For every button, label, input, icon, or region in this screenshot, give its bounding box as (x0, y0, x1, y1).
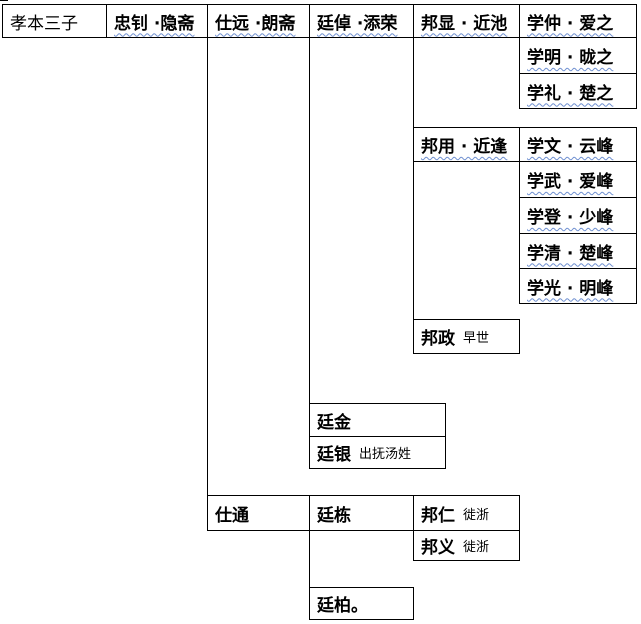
gen4-note: 徙浙 (463, 507, 490, 523)
gen2-cell: 仕远 ·朗斋 (207, 4, 310, 38)
gen5-cell: 学清 · 楚峰 (519, 233, 637, 269)
gen2-name: 仕通 (215, 505, 249, 526)
gen4-note: 徙浙 (463, 540, 490, 555)
gen5-cell: 学文 · 云峰 (519, 127, 637, 162)
root-cell: 孝本三子 (2, 4, 107, 38)
gen3-name: 廷倬 ·添荣 (317, 13, 398, 34)
gen3-name: 廷银 (317, 445, 351, 465)
gen1-cell: 忠钊 ·隐斋 (106, 4, 208, 38)
gen3-name: 廷栋 (317, 505, 351, 526)
gen5-cell: 学礼 · 楚之 (519, 73, 637, 109)
gen4-cell: 邦义 徙浙 (413, 530, 520, 561)
gen4-cell: 邦仁 徙浙 (413, 495, 520, 531)
gen5-name: 学登 · 少峰 (527, 208, 614, 228)
connector-line (0, 0, 8, 1)
gen4-cell: 邦用 · 近逢 (413, 127, 520, 162)
gen2-cell: 仕通 (207, 495, 310, 531)
gen4-name: 邦用 · 近逢 (421, 137, 508, 157)
gen5-name: 学明 · 昽之 (527, 48, 614, 68)
connector-line (413, 36, 414, 128)
gen4-name: 邦义 (421, 538, 455, 558)
connector-line (413, 160, 414, 320)
gen5-cell: 学登 · 少峰 (519, 197, 637, 234)
connector-line (207, 36, 208, 496)
gen5-cell: 学仲 · 爱之 (519, 4, 637, 38)
gen1-name: 忠钊 ·隐斋 (114, 13, 195, 34)
gen3-cell: 廷栋 (309, 495, 414, 531)
gen5-name: 学清 · 楚峰 (527, 243, 614, 264)
gen5-cell: 学明 · 昽之 (519, 37, 637, 74)
gen5-name: 学文 · 云峰 (527, 137, 614, 157)
gen5-name: 学光 · 明峰 (527, 278, 614, 299)
gen3-name: 廷柏。 (317, 596, 368, 616)
gen4-cell: 邦政 早世 (413, 319, 520, 354)
gen3-cell: 廷倬 ·添荣 (309, 4, 414, 38)
gen2-name: 仕远 ·朗斋 (215, 13, 296, 34)
gen5-name: 学仲 · 爱之 (527, 13, 614, 34)
gen4-name: 邦显 · 近池 (421, 13, 508, 34)
gen5-cell: 学武 · 爱峰 (519, 161, 637, 198)
gen5-name: 学礼 · 楚之 (527, 83, 614, 104)
connector-line (309, 530, 310, 588)
connector-line (309, 36, 310, 404)
gen3-cell: 廷金 (309, 403, 446, 437)
root-label: 孝本三子 (10, 13, 78, 34)
gen3-name: 廷金 (317, 412, 351, 433)
gen4-cell: 邦显 · 近池 (413, 4, 520, 38)
gen4-name: 邦仁 (421, 505, 455, 526)
gen3-note: 出抚汤姓 (359, 447, 412, 462)
gen5-name: 学武 · 爱峰 (527, 172, 614, 192)
gen4-name: 邦政 (421, 329, 455, 349)
gen4-note: 早世 (463, 331, 490, 346)
gen3-cell: 廷银 出抚汤姓 (309, 436, 446, 469)
gen3-cell: 廷柏。 (309, 587, 414, 620)
gen5-cell: 学光 · 明峰 (519, 268, 637, 304)
